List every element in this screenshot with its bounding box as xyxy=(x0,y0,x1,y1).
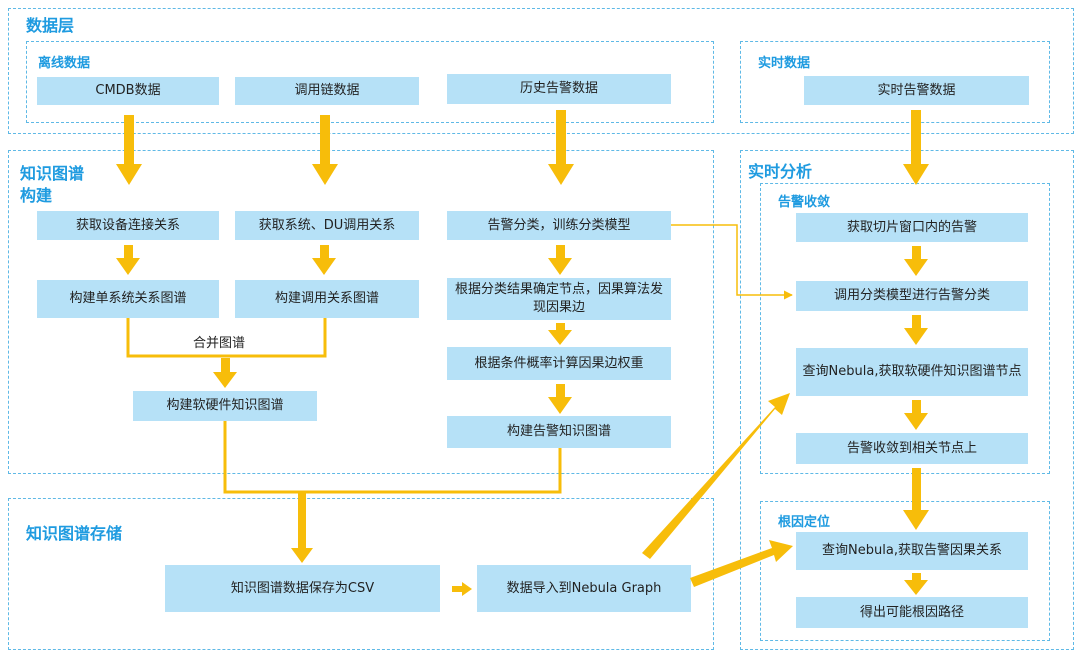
call-chain-data-box: 调用链数据 xyxy=(235,77,419,105)
cmdb-data-box: CMDB数据 xyxy=(37,77,219,105)
import-nebula-box: 数据导入到Nebula Graph xyxy=(477,565,691,612)
alert-convergence-title: 告警收敛 xyxy=(778,195,831,210)
realtime-data-region xyxy=(740,41,1050,123)
edge-weight-box: 根据条件概率计算因果边权重 xyxy=(447,347,671,380)
realtime-alerts-box: 实时告警数据 xyxy=(804,76,1029,105)
history-alerts-box: 历史告警数据 xyxy=(447,74,671,104)
device-connection-box: 获取设备连接关系 xyxy=(37,211,219,240)
realtime-analysis-title: 实时分析 xyxy=(748,162,813,181)
offline-data-title: 离线数据 xyxy=(38,56,91,71)
kg-build-title-line2: 构建 xyxy=(20,186,53,205)
realtime-data-title: 实时数据 xyxy=(758,56,811,71)
kg-storage-title: 知识图谱存储 xyxy=(26,524,123,543)
query-nebula-hw-box: 查询Nebula,获取软硬件知识图谱节点 xyxy=(796,348,1028,396)
save-csv-box: 知识图谱数据保存为CSV xyxy=(165,565,440,612)
root-cause-title: 根因定位 xyxy=(778,515,831,530)
root-cause-path-box: 得出可能根因路径 xyxy=(796,597,1028,628)
system-du-call-box: 获取系统、DU调用关系 xyxy=(235,211,419,240)
query-nebula-cause-box: 查询Nebula,获取告警因果关系 xyxy=(796,532,1028,570)
merge-graph-label: 合并图谱 xyxy=(193,336,246,351)
slice-window-alerts-box: 获取切片窗口内的告警 xyxy=(796,213,1028,242)
call-relation-graph-box: 构建调用关系图谱 xyxy=(235,280,419,318)
alert-graph-box: 构建告警知识图谱 xyxy=(447,416,671,448)
hw-sw-graph-box: 构建软硬件知识图谱 xyxy=(133,391,317,421)
kg-build-title-line1: 知识图谱 xyxy=(20,164,85,183)
call-classify-model-box: 调用分类模型进行告警分类 xyxy=(796,281,1028,311)
single-system-graph-box: 构建单系统关系图谱 xyxy=(37,280,219,318)
alert-classify-box: 告警分类，训练分类模型 xyxy=(447,211,671,240)
cause-nodes-box: 根据分类结果确定节点，因果算法发现因果边 xyxy=(447,278,671,320)
offline-data-region xyxy=(26,41,714,123)
data-layer-region xyxy=(8,8,1074,134)
converge-nodes-box: 告警收敛到相关节点上 xyxy=(796,433,1028,464)
data-layer-title: 数据层 xyxy=(26,16,75,35)
